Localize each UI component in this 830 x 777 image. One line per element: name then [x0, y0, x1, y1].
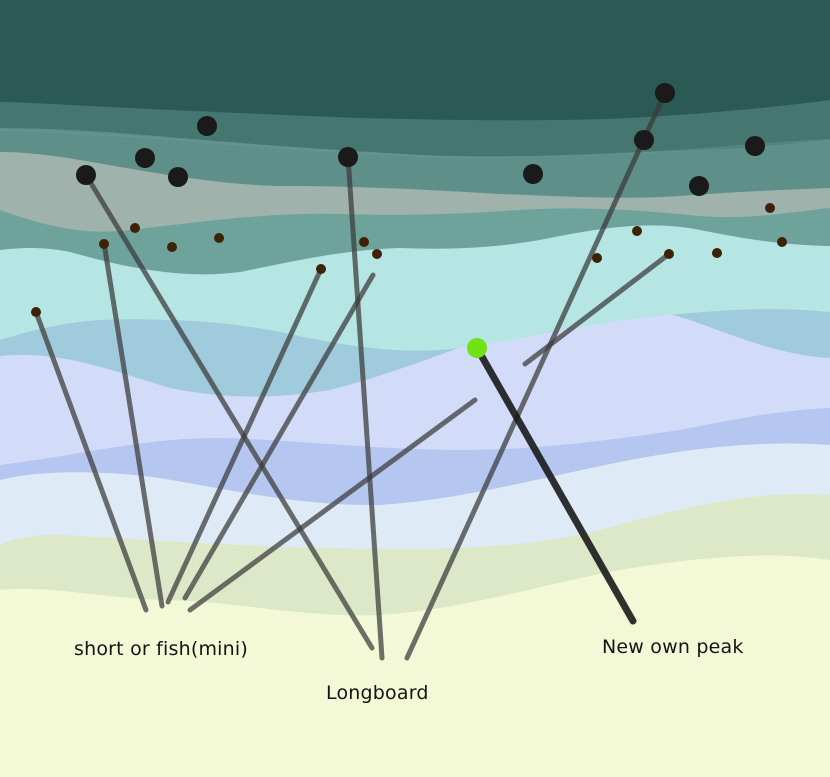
surfer-dot-inside: [765, 203, 775, 213]
path-short-c: [182, 272, 376, 601]
path-short-d: [187, 397, 478, 613]
surfer-dot-inside: [167, 242, 177, 252]
surfer-dot-inside: [777, 237, 787, 247]
surfer-dot-outside: [745, 136, 765, 156]
path-new-own-peak: [473, 344, 637, 625]
surfer-dot-outside: [655, 83, 675, 103]
path-diagonal-long: [83, 172, 375, 651]
path-short-a: [101, 240, 165, 609]
wave-crest-highlight: [0, 129, 830, 159]
path-peak-connector: [522, 251, 672, 367]
surfer-dot-inside: [214, 233, 224, 243]
new-own-peak-route: [467, 338, 637, 625]
surfer-dot-inside: [31, 307, 41, 317]
deep-water: [0, 0, 830, 121]
surfer-dot-outside: [76, 165, 96, 185]
label-new-own-peak: New own peak: [602, 636, 744, 658]
surfer-dot-inside: [664, 249, 674, 259]
surfer-dot-inside: [632, 226, 642, 236]
surfer-dot-inside: [712, 248, 722, 258]
label-short-or-fish: short or fish(mini): [74, 638, 248, 660]
surfer-paths: [33, 90, 672, 661]
new-peak-dot: [467, 338, 487, 358]
surfers-outside-lineup: [76, 83, 765, 196]
surfer-dot-outside: [168, 167, 188, 187]
label-longboard: Longboard: [326, 682, 429, 704]
surfer-dot-outside: [689, 176, 709, 196]
surfer-dot-outside: [197, 116, 217, 136]
surfer-dot-outside: [135, 148, 155, 168]
path-left-edge: [33, 309, 149, 613]
path-longboard-right: [404, 90, 668, 661]
path-short-b: [165, 266, 324, 605]
surfer-dot-inside: [359, 237, 369, 247]
path-longboard: [345, 154, 385, 661]
surfer-dot-inside: [372, 249, 382, 259]
surfer-dot-inside: [130, 223, 140, 233]
surfer-dot-inside: [99, 239, 109, 249]
surfer-dot-outside: [523, 164, 543, 184]
surfer-dot-outside: [338, 147, 358, 167]
surfer-dot-inside: [316, 264, 326, 274]
surfers-inside-lineup: [31, 203, 787, 317]
surfer-dot-outside: [634, 130, 654, 150]
surfer-dot-inside: [592, 253, 602, 263]
